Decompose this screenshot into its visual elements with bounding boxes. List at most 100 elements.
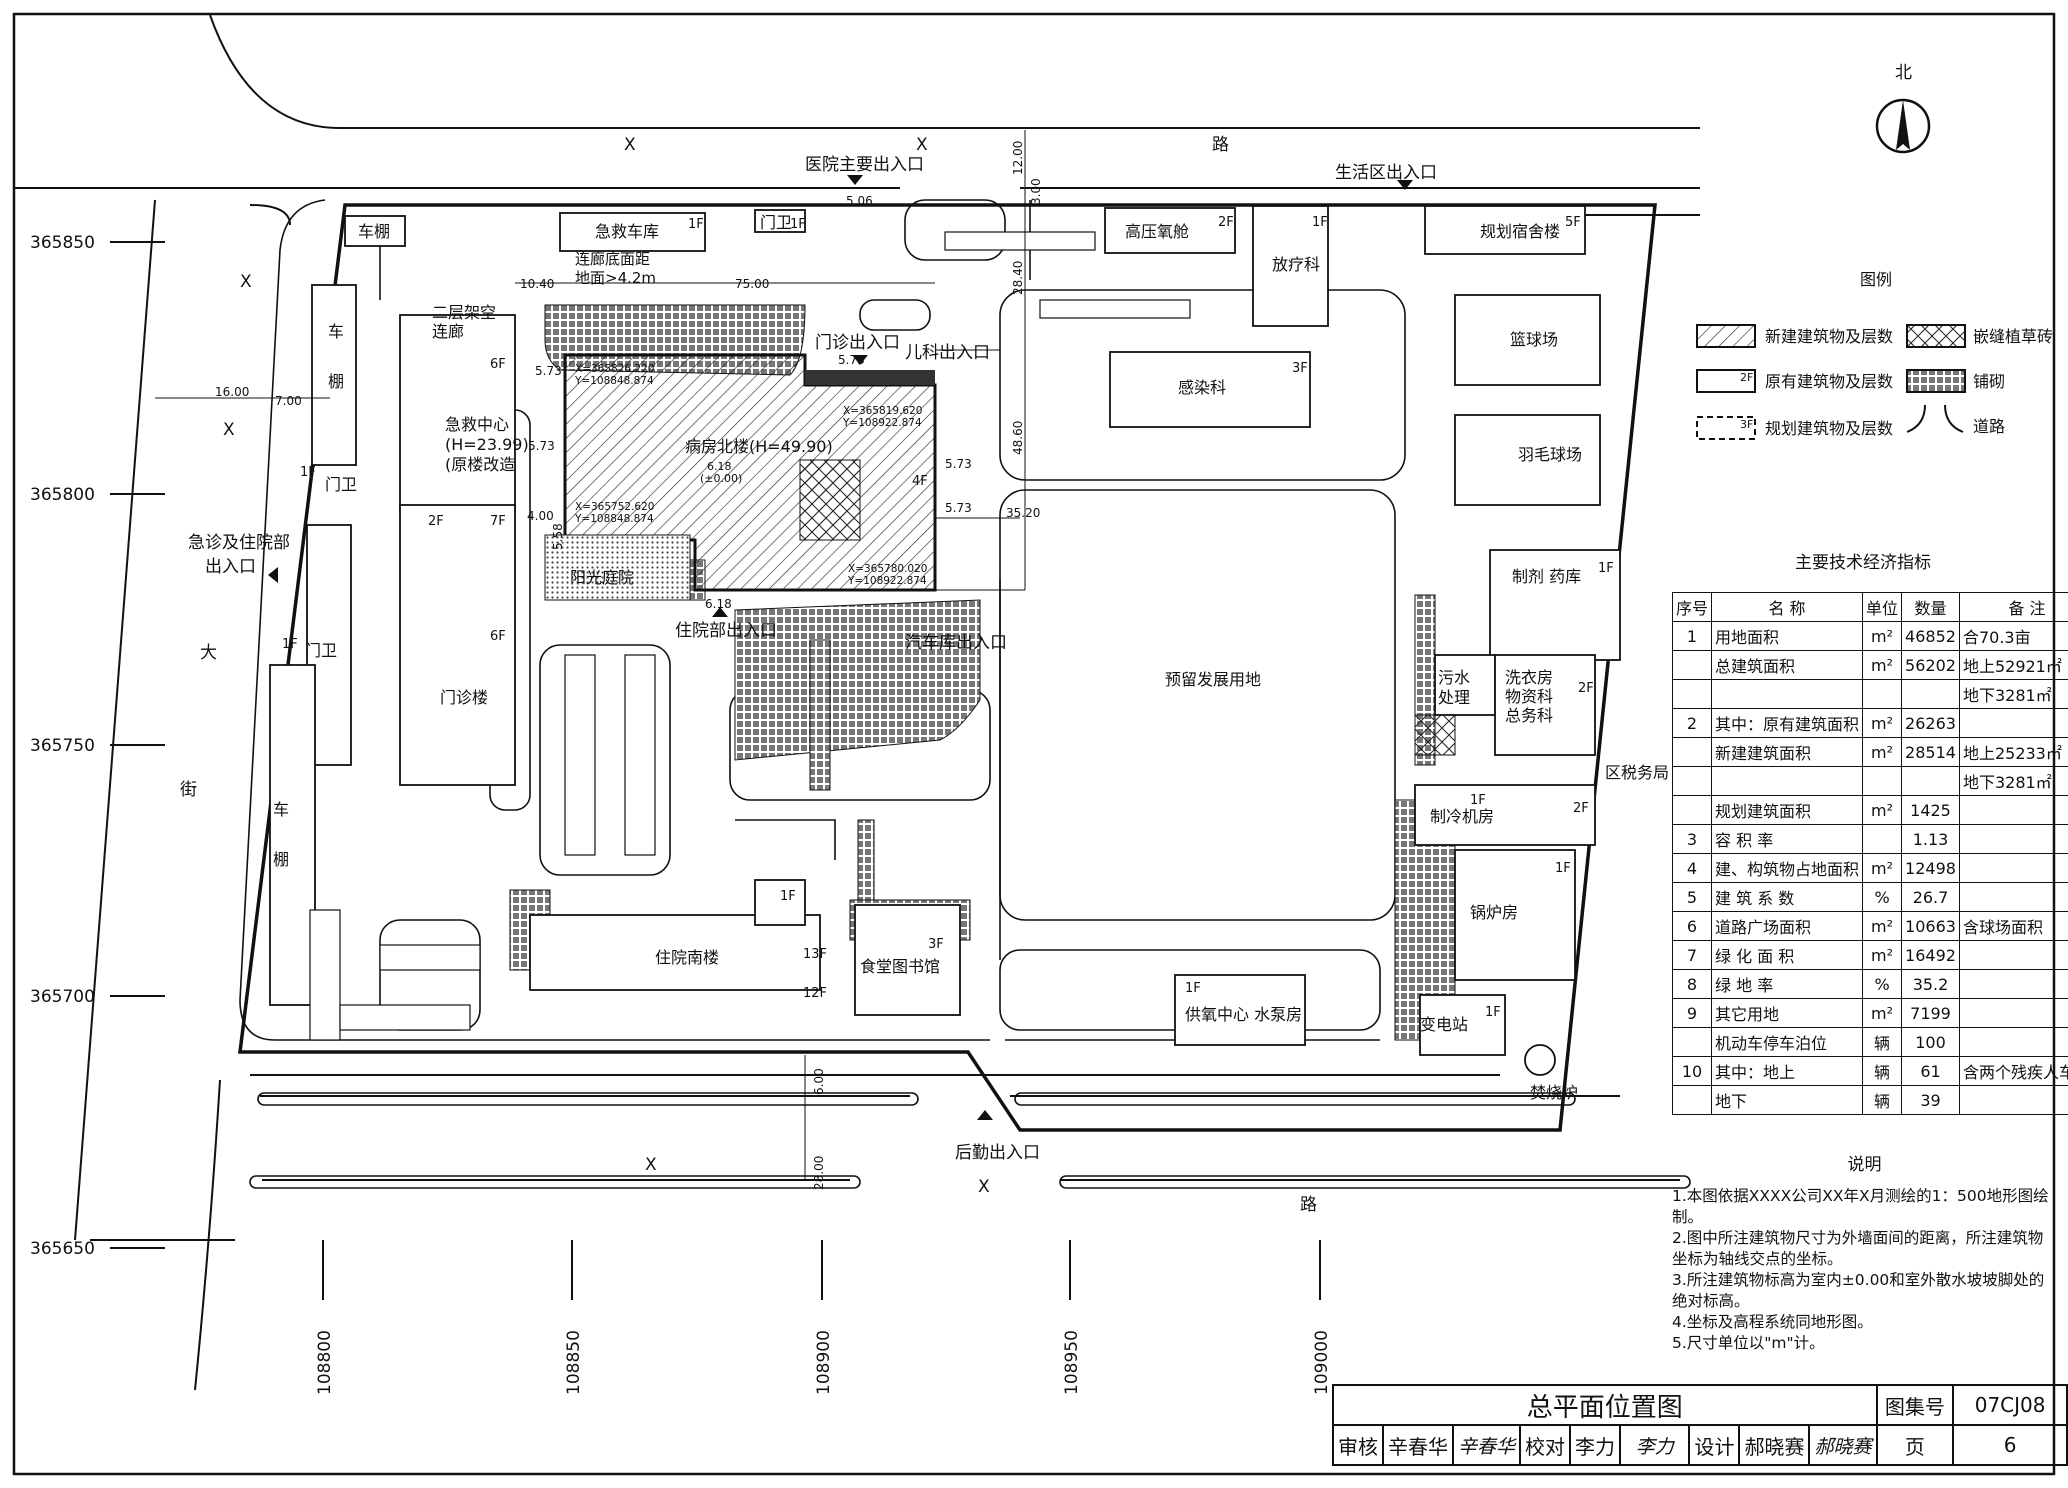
coord-y-4: 365700 (30, 987, 95, 1007)
econ-cell-name (1711, 679, 1864, 709)
west-street-x2: X (223, 420, 235, 440)
ambulance-garage: 急救车库 (595, 222, 659, 241)
note-line: 3.所注建筑物标高为室内±0.00和室外散水坡坡脚处的 (1672, 1271, 2045, 1289)
dim-506: 5.06 (846, 194, 873, 208)
designer-signature: 郝晓赛 (1808, 1424, 1878, 1466)
legend-road: 道路 (1973, 417, 2005, 436)
econ-cell-note (1958, 853, 2068, 883)
coord-x-5: 109000 (1312, 1330, 1332, 1395)
outpatient-floors: 6F (490, 629, 506, 644)
coord-pt4-x: X=365780.020 (848, 563, 927, 575)
atrium-skylight (799, 459, 861, 541)
laundry-line3: 总务科 (1505, 706, 1553, 725)
shed-top: 车棚 (358, 222, 390, 241)
econ-cell-name: 建 筑 系 数 (1711, 882, 1864, 912)
road-network (15, 14, 1700, 1391)
econ-cell-note (1958, 795, 2068, 825)
econ-cell-name: 其它用地 (1711, 998, 1864, 1028)
econ-cell-name: 新建建筑面积 (1711, 737, 1864, 767)
reserved-land: 预留发展用地 (1165, 670, 1261, 689)
pediatric-entrance-label: 儿科出入口 (905, 343, 990, 363)
north-road-road: 路 (1212, 135, 1229, 155)
coord-pt3-y: Y=108848.874 (574, 513, 654, 525)
econ-cell-name: 其中：原有建筑面积 (1711, 708, 1864, 738)
econ-cell-qty: 100 (1901, 1027, 1960, 1057)
econ-cell-unit: m² (1862, 853, 1903, 883)
shed-west2-a: 车 (273, 800, 289, 819)
econ-cell-name: 建、构筑物占地面积 (1711, 853, 1864, 883)
coord-pt2-x: X=365819.620 (843, 405, 922, 417)
econ-cell-no (1671, 766, 1713, 796)
econ-cell-name: 道路广场面积 (1711, 911, 1864, 941)
infection-floors: 3F (1292, 361, 1308, 376)
ward-north-floors: 4F (912, 474, 928, 489)
econ-cell-qty: 12498 (1901, 853, 1960, 883)
canteen-floors: 3F (928, 937, 944, 952)
econ-cell-no: 5 (1671, 882, 1713, 912)
econ-cell-note (1958, 708, 2068, 738)
dim-7: 7.00 (275, 394, 302, 408)
econ-cell-unit: m² (1862, 737, 1903, 767)
econ-row: 地下3281㎡ (1671, 766, 2068, 796)
legend-grass-brick: 嵌缝植草砖 (1973, 327, 2053, 346)
incinerator: 焚烧炉 (1530, 1083, 1578, 1102)
econ-cell-note: 含两个残疾人车位 (1958, 1056, 2068, 1086)
econ-cell-qty (1901, 766, 1960, 796)
econ-cell-unit (1862, 824, 1903, 854)
note-line: 5.尺寸单位以"m"计。 (1672, 1334, 1825, 1352)
dim-573-c: 5.73 (528, 439, 555, 453)
econ-cell-qty: 7199 (1901, 998, 1960, 1028)
atlas-label: 图集号 (1875, 1384, 1955, 1426)
north-road-x2: X (916, 135, 928, 155)
econ-cell-unit: 辆 (1862, 1027, 1903, 1057)
substation-floors: 1F (1485, 1005, 1501, 1020)
coord-y-2: 365800 (30, 485, 95, 505)
sewage-line1: 污水 (1438, 668, 1470, 687)
parking-stalls (309, 231, 1191, 1041)
coord-pt3-x: X=365752.620 (575, 501, 654, 513)
dim-573-e: 5.73 (945, 501, 972, 515)
econ-cell-note: 地上52921㎡ (1958, 650, 2068, 680)
dorm-floors: 5F (1565, 215, 1581, 230)
note-line: 4.坐标及高程系统同地形图。 (1672, 1313, 1873, 1331)
coord-pt4-y: Y=108922.874 (847, 575, 927, 587)
econ-cell-qty: 16492 (1901, 940, 1960, 970)
econ-cell-unit: 辆 (1862, 1056, 1903, 1086)
econ-cell-qty: 10663 (1901, 911, 1960, 941)
dim-4860: 48.60 (1011, 421, 1025, 455)
econ-cell-no (1671, 1027, 1713, 1057)
west-street-x1: X (240, 272, 252, 292)
pharmacy-floors: 1F (1598, 561, 1614, 576)
west-street-jie: 街 (180, 780, 197, 800)
dim-573-a: 5.73 (838, 353, 865, 367)
sunken-court: 阳光庭院 (570, 568, 634, 587)
garage-entrance-label: 汽车库出入口 (905, 633, 1007, 653)
entrance-arrows (268, 175, 1413, 1120)
legend-floor-tag: 2F (1740, 371, 1753, 384)
econ-cell-name: 绿 地 率 (1711, 969, 1864, 999)
econ-header-name: 名 称 (1711, 592, 1864, 622)
legend-swatches (1696, 324, 1966, 440)
dim-618: 6.18 (705, 597, 732, 611)
legend-floor-tag-planned: 3F (1740, 418, 1753, 431)
econ-cell-name: 其中：地上 (1711, 1056, 1864, 1086)
emergency-entrance-line2: 出入口 (205, 557, 256, 577)
econ-cell-name: 规划建筑面积 (1711, 795, 1864, 825)
substation: 变电站 (1420, 1015, 1468, 1034)
econ-cell-name: 绿 化 面 积 (1711, 940, 1864, 970)
dim-573-d: 5.73 (945, 457, 972, 471)
coord-y-3: 365750 (30, 736, 95, 756)
review-label: 审核 (1332, 1424, 1384, 1466)
econ-cell-no: 4 (1671, 853, 1713, 883)
econ-cell-unit: m² (1862, 708, 1903, 738)
guard-top-floors: 1F (790, 217, 806, 232)
coord-pt1-x: X=365826.220 (575, 363, 654, 375)
north-arrow-icon (1875, 98, 1931, 154)
econ-cell-qty: 61 (1901, 1056, 1960, 1086)
econ-cell-qty: 28514 (1901, 737, 1960, 767)
note-line: 坐标为轴线交点的坐标。 (1672, 1250, 1843, 1268)
